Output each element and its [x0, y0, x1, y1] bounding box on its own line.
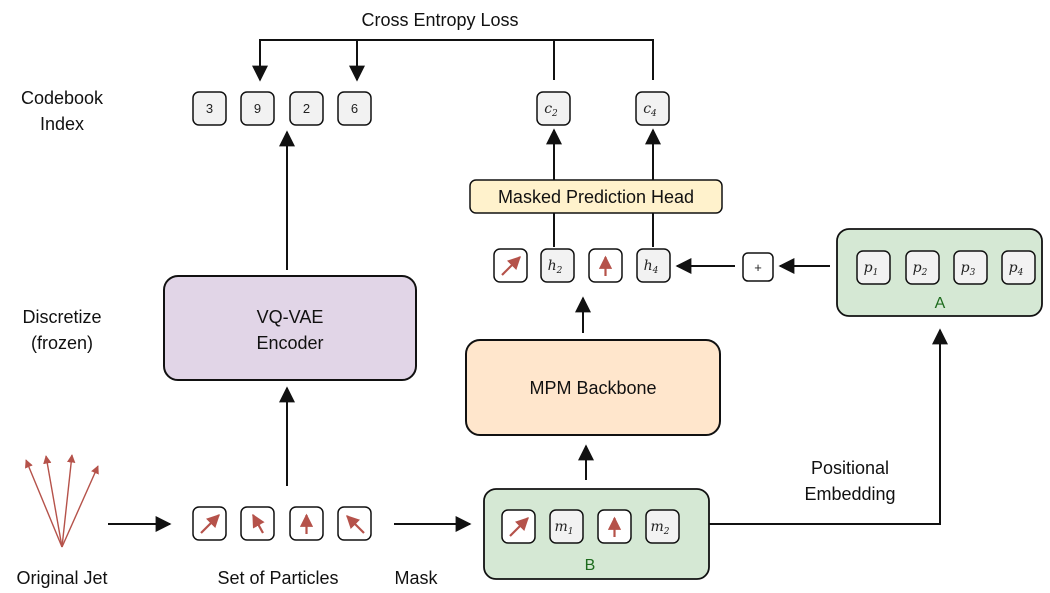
discretize-label-2: (frozen): [31, 333, 93, 353]
hidden-token-h4: h4: [636, 248, 671, 283]
masked-token-m1: m1: [549, 509, 584, 544]
svg-text:p4: p4: [1009, 260, 1024, 278]
original-jet-icon: [25, 454, 99, 548]
particle-arrow-icon: [200, 514, 220, 534]
masked-token-1: [501, 509, 536, 544]
mask-label: Mask: [394, 568, 438, 588]
particle-token-4: [337, 506, 372, 541]
hidden-token-3: [588, 248, 623, 283]
m2-sub: 2: [663, 527, 670, 537]
codebook-token-3: 3: [192, 91, 227, 126]
p2-sub: 2: [921, 268, 928, 278]
m1-base: m: [554, 519, 567, 535]
original-jet-label: Original Jet: [16, 568, 107, 588]
loss-connector: [259, 39, 654, 80]
plus-symbol: +: [754, 260, 762, 275]
particle-token-3: [289, 506, 324, 541]
plus-node: +: [742, 252, 774, 282]
hidden-token-h2: h2: [540, 248, 575, 283]
hidden-token-1: [493, 248, 528, 283]
masked-token-3: [597, 509, 632, 544]
c4-sub: 4: [650, 109, 657, 119]
svg-text:m1: m1: [554, 519, 573, 537]
svg-text:c2: c2: [544, 101, 558, 119]
masked-prediction-head: [469, 179, 723, 214]
p1-sub: 1: [873, 268, 879, 278]
pos-token-p2: p2: [905, 250, 940, 285]
m1-sub: 1: [568, 527, 574, 537]
svg-text:p1: p1: [864, 260, 879, 278]
p2-base: p: [913, 260, 922, 276]
codebook-token-6-text: 6: [351, 101, 358, 116]
vqvae-label-2: Encoder: [256, 333, 323, 353]
p3-base: p: [961, 260, 970, 276]
p4-base: p: [1009, 260, 1018, 276]
c2-sub: 2: [551, 109, 558, 119]
particle-arrow-icon: [501, 256, 521, 276]
particle-arrow-icon: [509, 517, 529, 537]
h2-sub: 2: [556, 266, 563, 276]
particle-arrow-icon: [252, 513, 265, 534]
cross-entropy-loss-label: Cross Entropy Loss: [361, 10, 518, 30]
m2-base: m: [650, 519, 663, 535]
c4-base: c: [643, 101, 651, 117]
prediction-token-c2: c2: [536, 91, 571, 126]
codebook-index-label-1: Codebook: [21, 88, 104, 108]
vqvae-label-1: VQ-VAE: [257, 307, 324, 327]
p3-sub: 3: [970, 268, 976, 278]
svg-text:c4: c4: [643, 101, 657, 119]
masked-prediction-head-label: Masked Prediction Head: [498, 187, 694, 207]
particle-token-1: [192, 506, 227, 541]
codebook-token-9: 9: [240, 91, 275, 126]
svg-text:h4: h4: [644, 258, 659, 276]
codebook-token-2: 2: [289, 91, 324, 126]
codebook-token-2-text: 2: [303, 101, 310, 116]
c2-base: c: [544, 101, 552, 117]
set-of-particles-label: Set of Particles: [217, 568, 338, 588]
svg-text:p3: p3: [961, 260, 976, 278]
pos-token-p1: p1: [856, 250, 891, 285]
codebook-token-9-text: 9: [254, 101, 261, 116]
h4-base: h: [644, 258, 653, 274]
pos-token-p3: p3: [953, 250, 988, 285]
mpm-backbone-label: MPM Backbone: [529, 378, 656, 398]
svg-text:p2: p2: [913, 260, 928, 278]
codebook-token-3-text: 3: [206, 101, 213, 116]
svg-text:m2: m2: [650, 519, 669, 537]
mpm-backbone: [465, 339, 721, 436]
b-to-a-connector: [709, 328, 948, 525]
h4-sub: 4: [652, 266, 659, 276]
positional-embedding-label-2: Embedding: [804, 484, 895, 504]
h2-base: h: [548, 258, 557, 274]
p1-base: p: [864, 260, 873, 276]
particle-arrow-icon: [346, 515, 365, 534]
vqvae-encoder: [163, 275, 417, 381]
codebook-token-6: 6: [337, 91, 372, 126]
discretize-label-1: Discretize: [22, 307, 101, 327]
svg-text:h2: h2: [548, 258, 563, 276]
pos-token-p4: p4: [1001, 250, 1036, 285]
group-a-label: A: [935, 295, 946, 312]
positional-embedding-label-1: Positional: [811, 458, 889, 478]
particle-token-2: [240, 506, 275, 541]
masked-token-m2: m2: [645, 509, 680, 544]
group-b-label: B: [585, 557, 596, 574]
prediction-token-c4: c4: [635, 91, 670, 126]
codebook-index-label-2: Index: [40, 114, 84, 134]
p4-sub: 4: [1017, 268, 1024, 278]
